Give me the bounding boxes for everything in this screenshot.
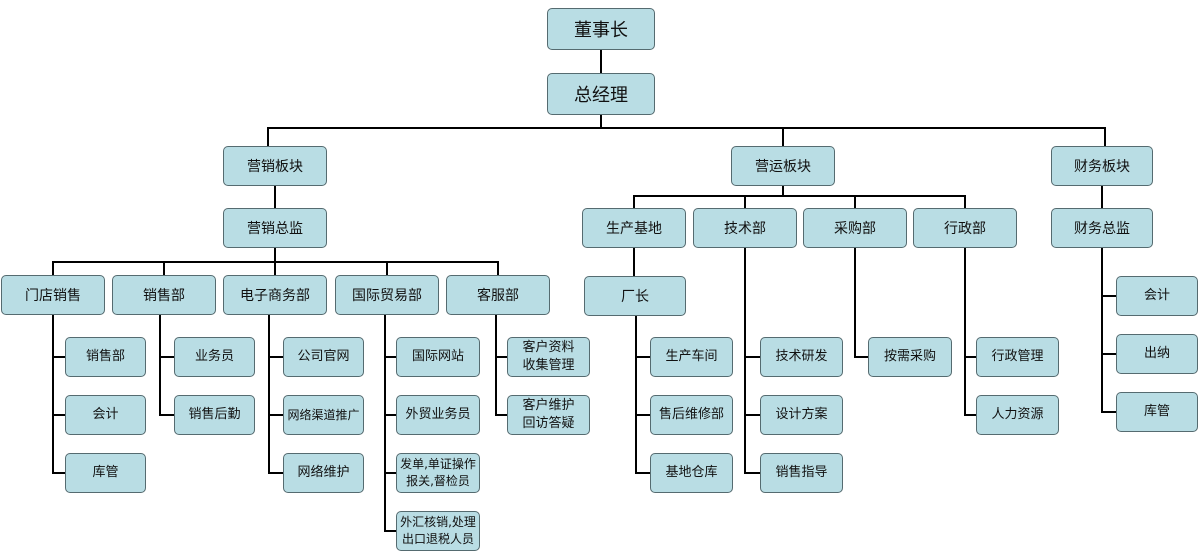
technology-item: 销售指导 — [760, 453, 843, 493]
store-sales-item: 库管 — [65, 453, 146, 493]
store-sales-item: 销售部 — [65, 337, 146, 377]
store-sales-item: 会计 — [65, 395, 146, 435]
sales-item: 业务员 — [174, 337, 255, 377]
customer-service-item: 客户资料 收集管理 — [507, 337, 590, 377]
dept-store-sales: 门店销售 — [1, 275, 105, 315]
dept-technology: 技术部 — [693, 208, 797, 248]
intl-trade-item: 国际网站 — [396, 337, 480, 377]
dept-sales: 销售部 — [112, 275, 216, 315]
general-manager-node: 总经理 — [547, 73, 655, 115]
production-item: 基地仓库 — [650, 453, 733, 493]
finance-director-node: 财务总监 — [1051, 208, 1153, 248]
finance-division-node: 财务板块 — [1051, 146, 1153, 186]
marketing-division-node: 营销板块 — [223, 146, 327, 186]
dept-international-trade: 国际贸易部 — [335, 275, 439, 315]
ecommerce-item: 公司官网 — [283, 337, 364, 377]
intl-trade-item: 发单,单证操作 报关,督检员 — [396, 453, 480, 493]
dept-customer-service: 客服部 — [446, 275, 550, 315]
factory-manager-node: 厂长 — [584, 276, 686, 316]
marketing-director-node: 营销总监 — [223, 208, 327, 248]
intl-trade-item: 外汇核销,处理 出口退税人员 — [396, 511, 480, 551]
procurement-item: 按需采购 — [868, 337, 952, 377]
dept-production-base: 生产基地 — [582, 208, 686, 248]
sales-item: 销售后勤 — [174, 395, 255, 435]
dept-administration: 行政部 — [913, 208, 1017, 248]
intl-trade-item: 外贸业务员 — [396, 395, 480, 435]
production-item: 生产车间 — [650, 337, 733, 377]
ecommerce-item: 网络维护 — [283, 453, 364, 493]
operations-division-node: 营运板块 — [731, 146, 835, 186]
administration-item: 行政管理 — [976, 337, 1059, 377]
dept-ecommerce: 电子商务部 — [223, 275, 327, 315]
administration-item: 人力资源 — [976, 395, 1059, 435]
finance-item: 会计 — [1116, 276, 1198, 316]
technology-item: 设计方案 — [760, 395, 843, 435]
finance-item: 库管 — [1116, 392, 1198, 432]
chairman-node: 董事长 — [547, 8, 655, 50]
technology-item: 技术研发 — [760, 337, 843, 377]
production-item: 售后维修部 — [650, 395, 733, 435]
finance-item: 出纳 — [1116, 334, 1198, 374]
customer-service-item: 客户维护 回访答疑 — [507, 395, 590, 435]
ecommerce-item: 网络渠道推广 — [283, 395, 364, 435]
dept-procurement: 采购部 — [803, 208, 907, 248]
